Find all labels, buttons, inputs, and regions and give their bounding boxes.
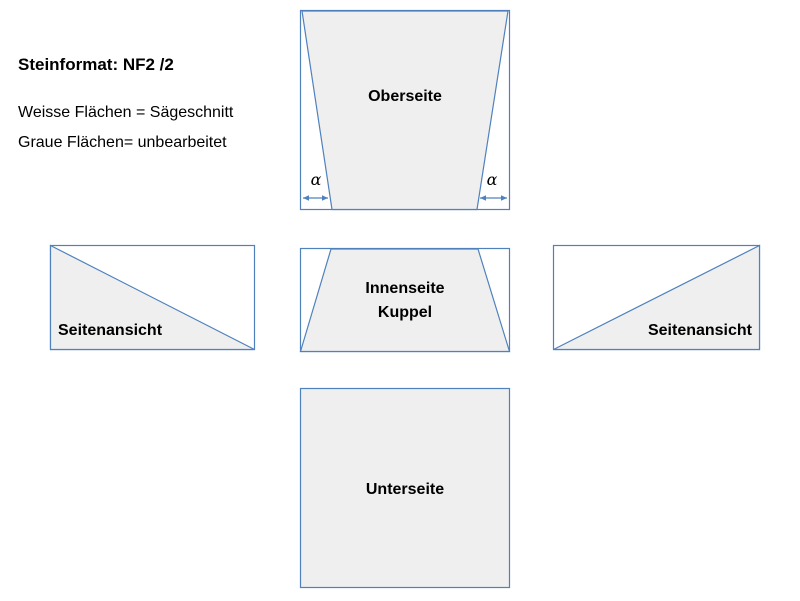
seitenansicht-right-gray-triangle — [553, 244, 761, 351]
seitenansicht-left-gray-triangle — [49, 244, 255, 351]
innenseite-trapezoid — [299, 248, 511, 353]
innenseite-label-line1: Innenseite — [365, 280, 445, 297]
oberseite-trapezoid — [301, 10, 509, 211]
page-title: Steinformat: NF2 /2 — [18, 55, 174, 74]
innenseite-label-line2: Kuppel — [377, 304, 433, 321]
unterseite-rect — [299, 387, 511, 589]
unterseite-label: Unterseite — [365, 481, 445, 498]
legend-white-surfaces: Weisse Flächen = Sägeschnitt — [18, 104, 234, 121]
seitenansicht-right-label: Seitenansicht — [647, 322, 752, 339]
seitenansicht-left-label: Seitenansicht — [58, 322, 163, 339]
oberseite-label: Oberseite — [368, 88, 442, 105]
legend-gray-surfaces: Graue Flächen= unbearbeitet — [18, 134, 227, 151]
alpha-symbol-right: α — [486, 170, 498, 189]
innenseite-kuppel-label: Innenseite Kuppel — [330, 277, 480, 325]
alpha-symbol-left: α — [310, 170, 322, 189]
